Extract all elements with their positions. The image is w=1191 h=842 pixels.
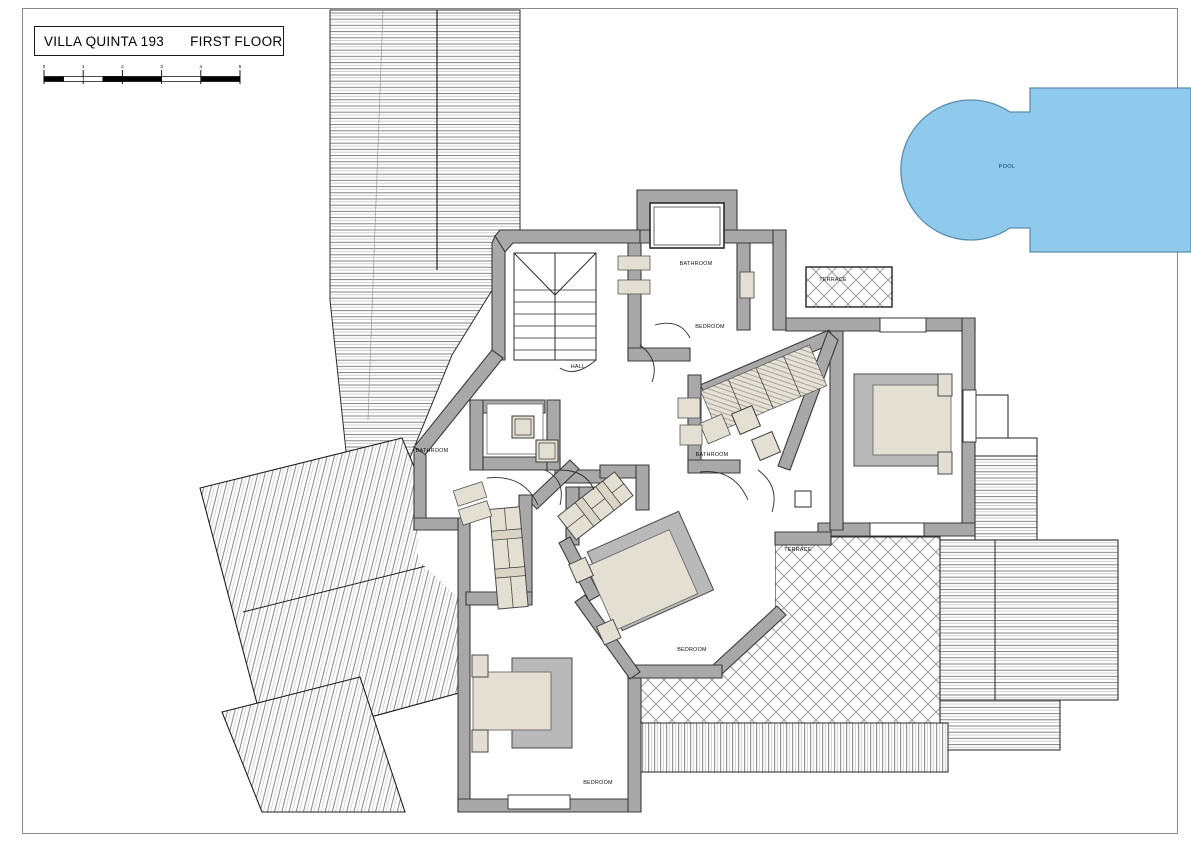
label-hall: HALL <box>571 364 586 370</box>
scale-tick-label: 1 <box>82 64 85 69</box>
staircase <box>513 252 597 361</box>
label-bathroom-center: BATHROOM <box>696 452 729 458</box>
scale-tick-label: 2 <box>121 64 124 69</box>
scale-tick-label: 3 <box>160 64 163 69</box>
window-openings <box>507 317 977 810</box>
roof-hatch-east <box>939 394 1119 751</box>
label-terrace-east: TERRACE <box>784 547 812 553</box>
pool <box>900 87 1191 253</box>
scale-subsegment <box>63 76 84 82</box>
scale-tick-label: 0 <box>43 64 46 69</box>
bathroom-west-fixtures <box>486 403 562 506</box>
scale-segment <box>161 76 202 82</box>
label-bedroom-north: BEDROOM <box>695 324 725 330</box>
title-block: VILLA QUINTA 193 FIRST FLOOR <box>34 26 284 56</box>
scale-segment <box>200 76 241 82</box>
label-bedroom-center: BEDROOM <box>677 647 707 653</box>
scale-bar-body <box>43 76 241 82</box>
scale-bar: 0 1 2 3 4 5 <box>40 62 250 86</box>
bathroom-center-fixtures <box>677 344 828 513</box>
scale-segment <box>122 76 162 82</box>
roof-hatch-south <box>637 722 949 773</box>
wardrobe-center-left <box>488 506 529 610</box>
label-bathroom-west: BATHROOM <box>416 448 449 454</box>
bed-south-bedroom <box>471 654 573 753</box>
label-terrace-north: TERRACE <box>819 277 847 283</box>
bathroom-north-fixtures <box>617 202 755 299</box>
bed-east-bedroom <box>853 373 953 475</box>
drawing-title: VILLA QUINTA 193 <box>44 33 165 49</box>
furniture-center-left <box>452 481 493 526</box>
scale-subsegment <box>102 76 123 82</box>
door-swings <box>559 322 691 491</box>
bed-center-bedroom <box>568 510 715 646</box>
roof-plane-southwest <box>221 676 406 813</box>
label-bedroom-south: BEDROOM <box>583 780 613 786</box>
scale-tick-label: 4 <box>200 64 203 69</box>
scale-tick-label: 5 <box>239 64 242 69</box>
drawing-level: FIRST FLOOR <box>190 33 283 49</box>
label-pool: POOL <box>999 164 1016 170</box>
label-bathroom-north: BATHROOM <box>680 261 713 267</box>
room-labels: BATHROOM BEDROOM HALL BATHROOM BATHROOM … <box>416 164 1016 786</box>
wardrobe-center <box>557 471 634 541</box>
roof-hatch-northwest <box>329 9 521 471</box>
terrace-north-surface <box>805 266 893 308</box>
